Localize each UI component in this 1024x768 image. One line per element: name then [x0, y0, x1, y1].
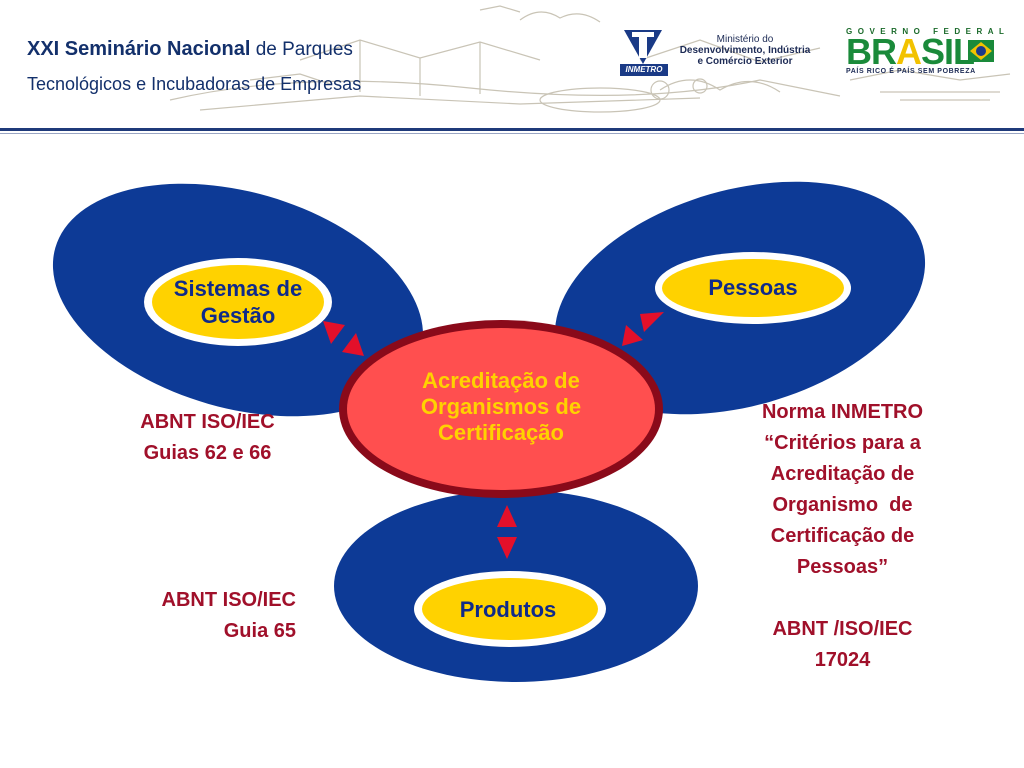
ministry-logo-text: Ministério do Desenvolvimento, Indústria…	[670, 34, 820, 67]
sistemas-gestao-label-line-1: Sistemas de	[173, 276, 303, 301]
seminar-title: XXI Seminário Nacional de Parques	[27, 38, 353, 61]
inmetro-logo-icon	[624, 30, 662, 64]
reference-norma-inmetro: Norma INMETRO “Critérios para a Acredita…	[725, 397, 960, 676]
ministry-line-3: e Comércio Exterior	[697, 56, 793, 67]
arrow-to-sistemas-icon	[323, 321, 345, 344]
reference-norma-line-2: “Critérios para a	[764, 432, 921, 454]
reference-guias-62-66-line-1: ABNT ISO/IEC	[140, 411, 275, 433]
reference-norma-line-5: Certificação de	[770, 525, 915, 547]
reference-norma-line-1: Norma INMETRO	[761, 401, 924, 423]
seminar-subtitle: Tecnológicos e Incubadoras de Empresas	[27, 74, 362, 94]
brazil-flag-icon	[968, 40, 994, 62]
pessoas-node	[662, 259, 844, 317]
reference-norma-line-8: ABNT /ISO/IEC	[772, 618, 913, 640]
arrow-to-produtos-icon	[497, 537, 517, 559]
acreditacao-label: Acreditação de Organismos de Certificaçã…	[376, 368, 626, 446]
ministry-line-1: Ministério do	[716, 34, 774, 45]
brasil-logo-part-2: A	[896, 31, 922, 72]
reference-norma-line-4: Organismo de	[772, 494, 913, 516]
arrow-to-center-from-produtos-icon	[497, 505, 517, 527]
pessoas-label: Pessoas	[663, 274, 843, 301]
sistemas-gestao-label-line-2: Gestão	[200, 303, 276, 328]
diagram-shapes	[52, 181, 926, 682]
page-header: XXI Seminário Nacional de Parques Tecnol…	[0, 0, 1024, 134]
governo-federal-label: GOVERNO FEDERAL	[846, 27, 1010, 36]
sistemas-gestao-label: Sistemas de Gestão	[148, 275, 328, 329]
reference-norma-spacer	[725, 583, 960, 614]
acreditacao-label-line-2: Organismos de	[420, 394, 582, 419]
arrow-from-sistemas-icon	[342, 333, 364, 356]
seminar-title-rest: de Parques	[250, 39, 353, 60]
produtos-label-line-1: Produtos	[459, 597, 557, 622]
acreditacao-node-fill	[347, 328, 655, 490]
produtos-node	[422, 578, 598, 640]
brasil-logo-part-3: SIL	[921, 31, 975, 72]
brasil-logo-part-1: BR	[846, 31, 897, 72]
reference-guias-62-66: ABNT ISO/IEC Guias 62 e 66	[100, 407, 315, 469]
ministry-line-2: Desenvolvimento, Indústria	[679, 45, 811, 56]
building-sketch-illustration	[169, 5, 1011, 113]
reference-guia-65-line-2: Guia 65	[223, 620, 296, 642]
header-divider-thin	[0, 133, 1024, 134]
arrow-to-pessoas-icon	[640, 312, 664, 332]
reference-guia-65: ABNT ISO/IEC Guia 65	[96, 585, 296, 647]
government-slogan: PAÍS RICO É PAÍS SEM POBREZA	[846, 68, 976, 75]
seminar-title-bold: XXI Seminário Nacional	[27, 38, 251, 60]
header-divider	[0, 128, 1024, 131]
arrow-from-pessoas-icon	[622, 325, 643, 346]
reference-norma-line-9: 17024	[814, 649, 871, 671]
produtos-label: Produtos	[418, 596, 598, 623]
reference-norma-line-6: Pessoas”	[796, 556, 889, 578]
sistemas-gestao-node	[152, 265, 324, 339]
brasil-logo: BRASIL	[846, 34, 1000, 70]
inmetro-label: INMETRO	[620, 64, 668, 76]
reference-guia-65-line-1: ABNT ISO/IEC	[161, 589, 296, 611]
accreditation-diagram: Sistemas de Gestão Pessoas Produtos Acre…	[0, 134, 1024, 768]
reference-guias-62-66-line-2: Guias 62 e 66	[143, 442, 272, 464]
acreditacao-label-line-1: Acreditação de	[422, 368, 580, 393]
reference-norma-line-3: Acreditação de	[770, 463, 915, 485]
acreditacao-label-line-3: Certificação	[438, 420, 564, 445]
pessoas-label-line-1: Pessoas	[708, 275, 798, 300]
